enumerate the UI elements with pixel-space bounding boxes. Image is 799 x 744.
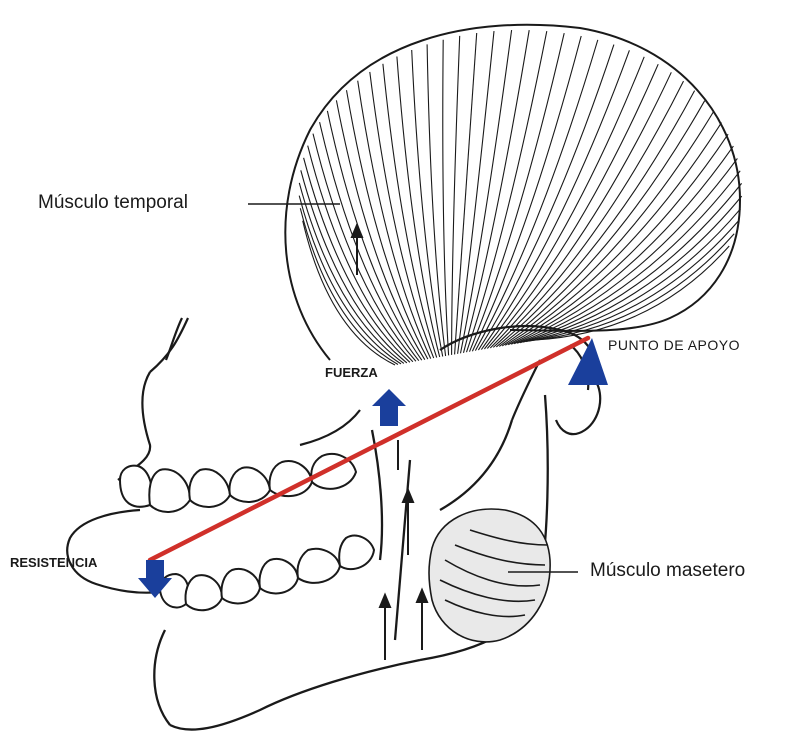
arrow-up-icon [372,389,406,426]
masseter-muscle [429,509,550,642]
temporal-strand [412,50,443,357]
masetero-label: Músculo masetero [590,560,745,582]
temporal-strand [487,64,658,348]
temporal-strand [499,101,704,347]
temporal-strand [508,134,728,345]
punto-apoyo-label: PUNTO DE APOYO [608,337,740,353]
temporal-strand [461,30,512,353]
temporal-strand [452,36,460,355]
temporal-strand [320,122,419,361]
temporal-label: Músculo temporal [38,192,188,214]
fuerza-label: FUERZA [325,365,378,380]
resistencia-label: RESISTENCIA [10,555,97,570]
temporal-strand [443,40,449,356]
temporal-strand [347,90,428,359]
upper-teeth [120,454,356,512]
temporal-strand [484,57,644,349]
temporal-strand [299,183,404,364]
temporal-strand [505,123,721,346]
lower-teeth [160,536,374,611]
